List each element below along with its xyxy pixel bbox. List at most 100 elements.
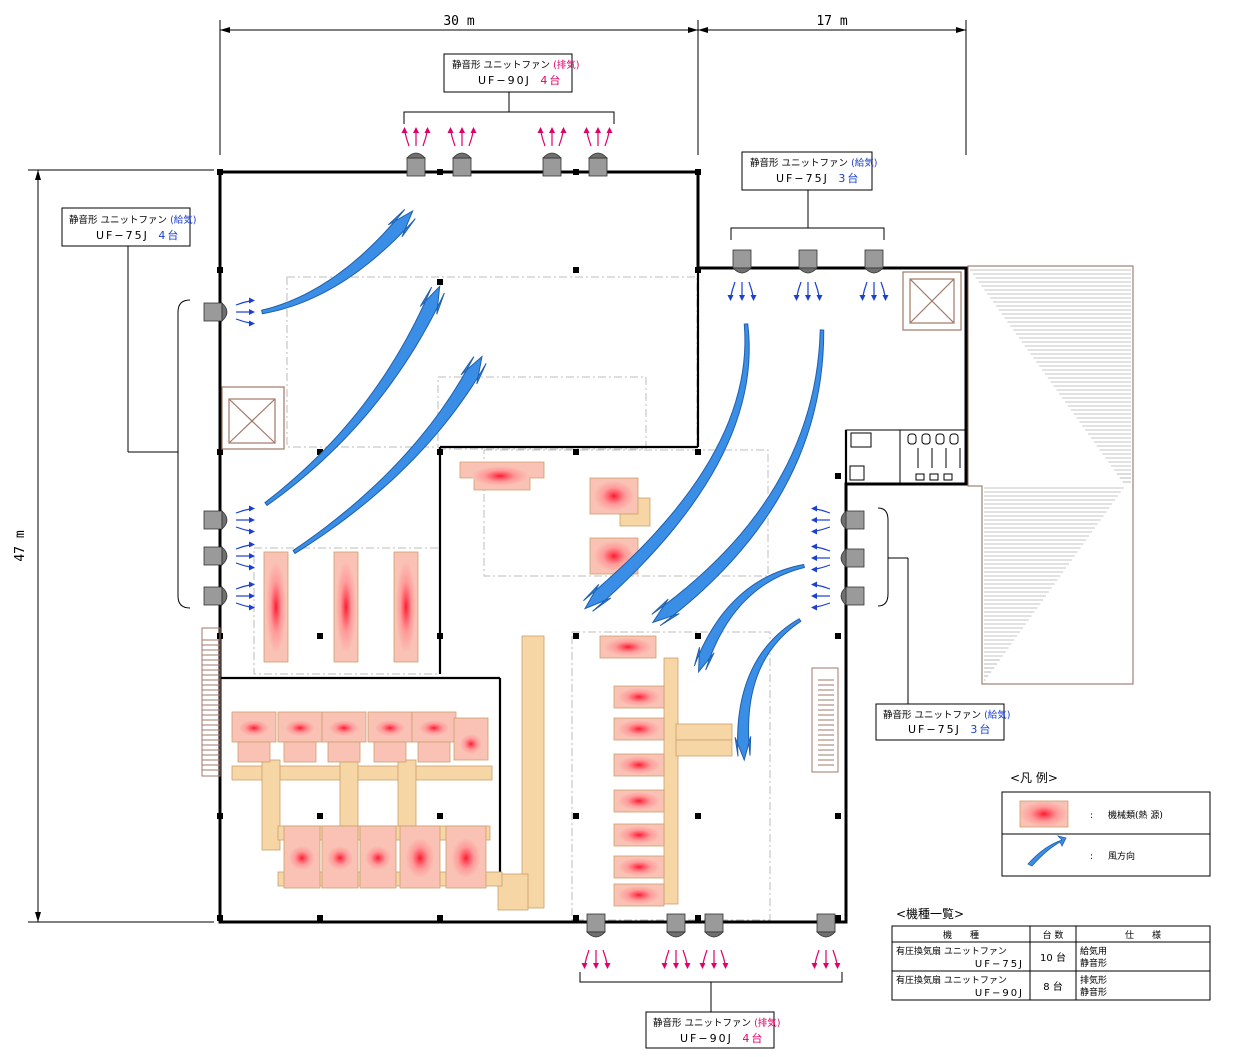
callout-right-supply-top: 静音形 ユニットファン (給気) UF−75J 3台 [741,151,877,191]
air-arrowhead [459,127,465,133]
callout-right-top-title: 静音形 ユニットファン [750,157,848,169]
fan-hood [840,510,847,530]
svg-text:UF−75J 3台: UF−75J 3台 [908,722,992,736]
air-arrows [447,127,477,147]
stair-left [201,627,221,777]
air-arrows [811,543,831,573]
fan-body [798,249,818,269]
column [317,813,323,819]
heat-core [604,637,652,657]
table-row1-spec1: 給気用 [1080,945,1107,957]
air-arrowhead [750,295,757,301]
heat-core [472,466,528,486]
airflow-arrow [261,209,416,315]
legend: <凡 例> : 機械類(熱 源) : 風方向 [1001,771,1211,877]
fan-hood [221,586,228,606]
air-arrowhead [249,593,255,599]
column [695,169,701,175]
air-arrowhead [699,963,706,969]
machine [327,741,361,763]
table-row1-name2: UF−75J [975,959,1024,970]
machine [237,741,271,763]
fixture [907,433,917,445]
table-header-count: 台 数 [1043,929,1064,941]
legend-colon-1: : [1090,811,1093,821]
table-row2-spec2: 静音形 [1080,986,1107,998]
fan-hood [221,510,228,530]
fan-body [666,913,686,933]
fan-hood [704,931,724,938]
air-arrows [235,581,255,611]
column [437,449,443,455]
callout-top-exhaust: 静音形 ユニットファン (排気) UF−90J 4台 [443,53,579,93]
air-arrowhead [811,555,817,561]
fan-body [864,249,884,269]
heat-core [265,560,287,654]
table-row1-count: 10 台 [1040,951,1066,964]
air-arrows [661,949,691,969]
table-row2-spec1: 排気形 [1080,974,1107,986]
dimension-47m: 47 m [13,530,28,561]
column [317,449,323,455]
air-arrows [583,127,613,147]
legend-heat-label: 機械類(熱 源) [1108,809,1163,821]
air-arrowhead [604,963,611,969]
callout-bottom-type: (排気) [754,1017,780,1029]
air-arrowhead [811,604,817,611]
air-arrowhead [581,963,588,969]
airflow-arrow [292,355,487,555]
air-arrowhead [549,127,555,133]
callout-top-exhaust-type: (排気) [553,59,579,71]
air-arrows [793,281,823,301]
air-arrows [235,541,255,571]
column [695,813,701,819]
machine [373,741,407,763]
table-row2-count: 8 台 [1043,980,1063,993]
heat-core [285,720,315,736]
column [217,915,223,921]
airflow-arrows [261,209,825,762]
heat-core [618,687,660,707]
air-arrowhead [727,295,734,301]
air-arrowhead [249,581,255,588]
air-arrowhead [537,127,544,133]
air-arrowhead [249,564,255,571]
callout-bottom-exhaust: 静音形 ユニットファン (排気) UF−90J 4台 [645,1011,780,1049]
heat-core [329,720,359,736]
fan-hood [666,931,686,938]
callout-right-bottom-title: 静音形 ユニットファン [883,709,981,721]
air-arrowhead [823,963,829,969]
dimension-ticks [35,27,966,922]
heat-core [405,838,435,878]
column [217,449,223,455]
air-arrowhead [673,963,679,969]
fan-body [586,913,606,933]
fan-body [452,157,472,177]
fan-hood [798,267,818,274]
callout-right-top-model: UF−75J [776,172,829,185]
heat-core [365,846,391,870]
fan-body [542,157,562,177]
fan-hood [864,267,884,274]
equipment-table-title: <機種一覧> [896,906,964,921]
air-arrowhead [811,543,817,550]
air-arrowhead [249,604,255,611]
dimension-17m: 17 m [816,14,847,29]
air-arrowhead [811,566,817,573]
air-arrowhead [739,295,745,301]
callout-right-bottom-count: 3台 [970,722,992,736]
air-arrows [727,281,757,301]
air-arrowhead [249,309,255,315]
svg-text:静音形 ユニットファン (給気): 静音形 ユニットファン (給気) [750,157,877,169]
air-arrowhead [805,295,811,301]
column [437,279,443,285]
elevator-left [221,386,285,450]
svg-text:静音形 ユニットファン (給気): 静音形 ユニットファン (給気) [69,214,196,226]
heat-core [618,857,660,877]
sink [943,473,953,481]
svg-text:UF−75J 4台: UF−75J 4台 [96,228,180,242]
table-row2-name2: UF−90J [975,988,1024,999]
column [217,169,223,175]
air-arrowhead [606,127,613,133]
